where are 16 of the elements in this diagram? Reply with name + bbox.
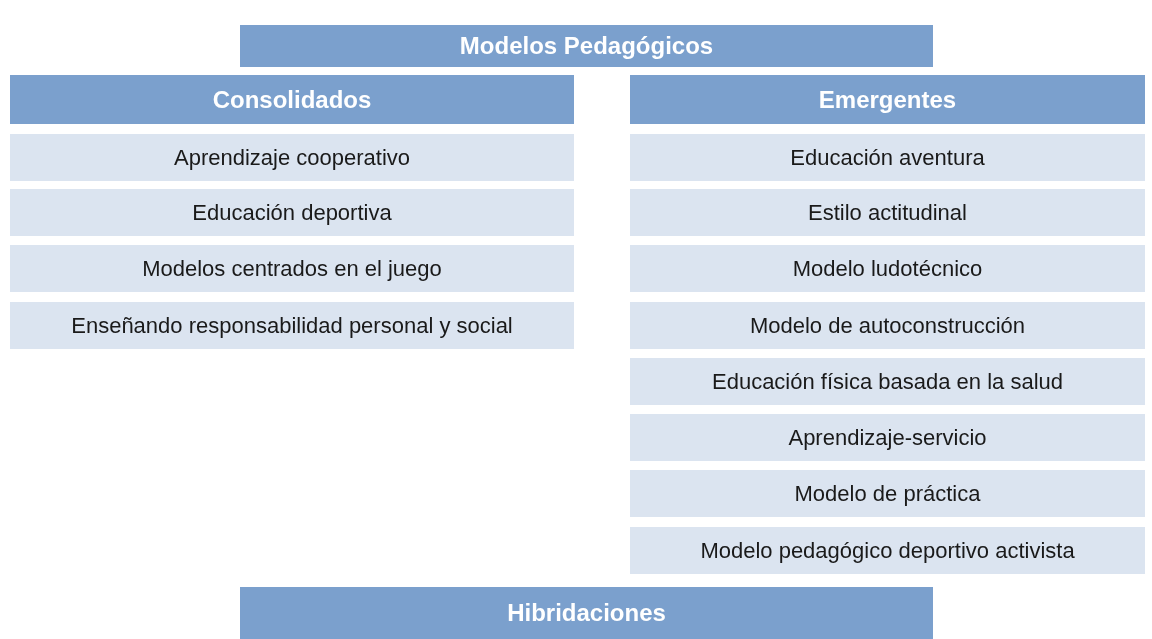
category-box: Aprendizaje-servicio: [630, 414, 1145, 461]
header-box: Hibridaciones: [240, 587, 933, 639]
category-box: Educación deportiva: [10, 189, 574, 236]
category-box: Estilo actitudinal: [630, 189, 1145, 236]
header-box: Consolidados: [10, 75, 574, 124]
category-box: Modelo de práctica: [630, 470, 1145, 517]
category-box: Modelo de autoconstrucción: [630, 302, 1145, 349]
category-box: Enseñando responsabilidad personal y social: [10, 302, 574, 349]
header-box: Emergentes: [630, 75, 1145, 124]
header-box: Modelos Pedagógicos: [240, 25, 933, 67]
category-box: Educación física basada en la salud: [630, 358, 1145, 405]
category-box: Modelo pedagógico deportivo activista: [630, 527, 1145, 574]
category-box: Modelo ludotécnico: [630, 245, 1145, 292]
category-box: Aprendizaje cooperativo: [10, 134, 574, 181]
category-box: Modelos centrados en el juego: [10, 245, 574, 292]
category-box: Educación aventura: [630, 134, 1145, 181]
